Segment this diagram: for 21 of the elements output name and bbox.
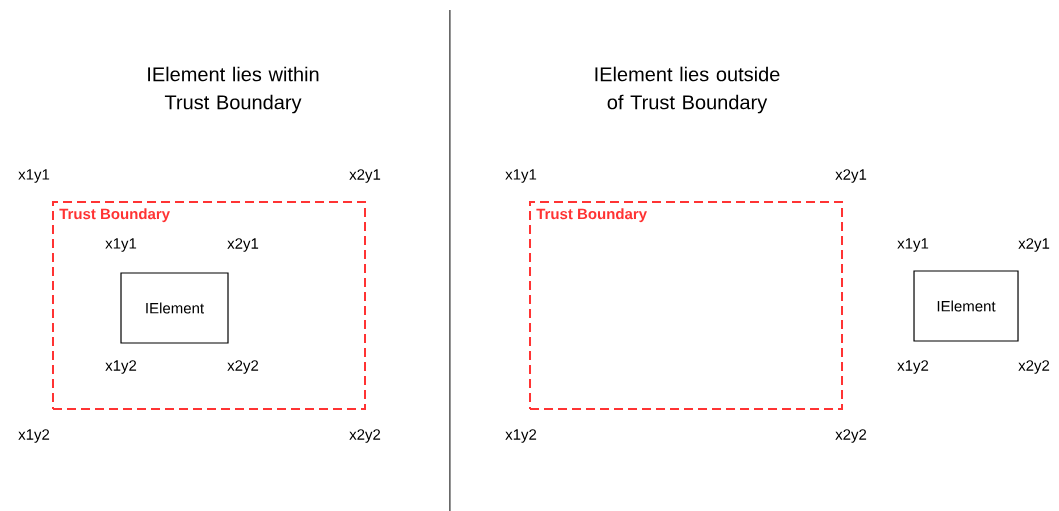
trust-boundary: Trust Boundary bbox=[529, 201, 843, 410]
corner-label: x2y2 bbox=[349, 429, 381, 443]
corner-label: x2y1 bbox=[835, 169, 867, 183]
element-box: IElement bbox=[913, 270, 1019, 342]
corner-label: x1y2 bbox=[18, 429, 50, 443]
corner-label: x1y1 bbox=[897, 238, 929, 252]
corner-label: x1y1 bbox=[105, 238, 137, 252]
corner-label: x1y2 bbox=[897, 360, 929, 374]
panel-title: IElement lies outside of Trust Boundary bbox=[595, 66, 780, 114]
corner-label: x1y1 bbox=[505, 169, 537, 183]
corner-label: x2y2 bbox=[227, 360, 259, 374]
corner-label: x2y1 bbox=[349, 169, 381, 183]
corner-label: x2y1 bbox=[227, 238, 259, 252]
corner-label: x2y2 bbox=[835, 429, 867, 443]
panel-title: IElement lies within Trust Boundary bbox=[148, 66, 319, 114]
corner-label: x1y2 bbox=[505, 429, 537, 443]
element-box: IElement bbox=[120, 272, 229, 344]
corner-label: x2y1 bbox=[1018, 238, 1050, 252]
corner-label: x2y2 bbox=[1018, 360, 1050, 374]
corner-label: x1y2 bbox=[105, 360, 137, 374]
corner-label: x1y1 bbox=[18, 169, 50, 183]
